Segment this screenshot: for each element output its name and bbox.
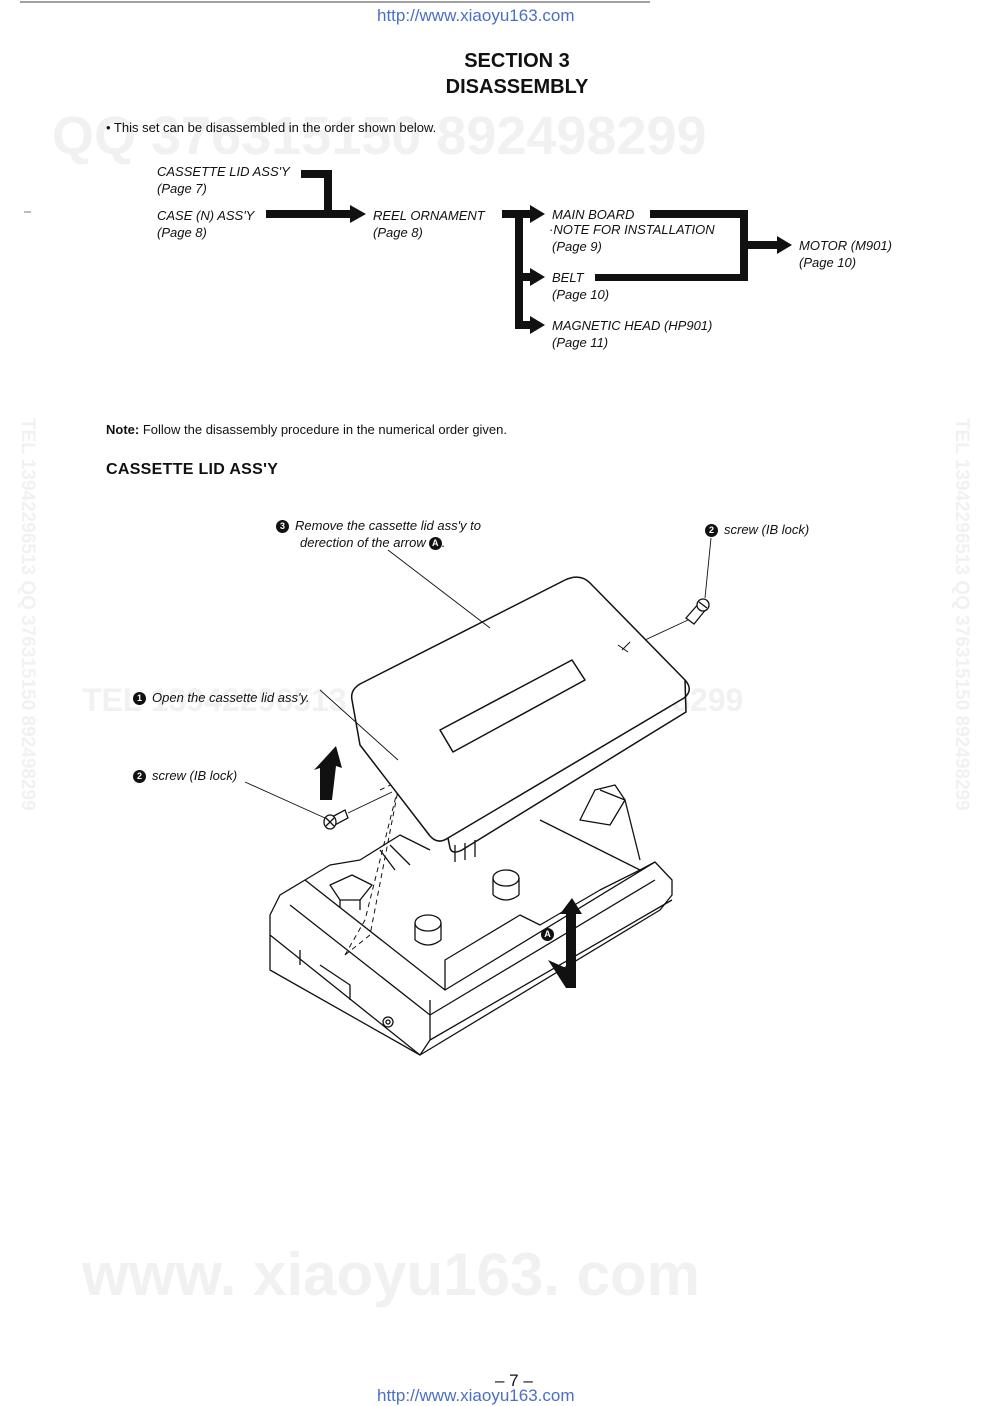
callout-step1-text: Open the cassette lid ass'y. (152, 690, 310, 705)
flow-arrow-to-main (530, 205, 545, 223)
flow-bar-to-belt (515, 273, 532, 281)
callout-arrow-a: A (541, 925, 560, 942)
note-line: Note: Follow the disassembly procedure i… (106, 422, 507, 437)
step-number-badge: 1 (133, 692, 146, 705)
flow-node-main-board: MAIN BOARD ·NOTE FOR INSTALLATION (Page … (549, 206, 715, 255)
callout-screw-left-text: screw (IB lock) (152, 768, 238, 783)
screw-left (323, 809, 349, 830)
flow-bar-cassette-lid (301, 170, 332, 178)
step-number-badge: 2 (705, 524, 718, 537)
flow-page: (Page 10) (552, 287, 610, 302)
flow-page: (Page 10) (799, 255, 857, 270)
capstan-block (329, 874, 373, 901)
flow-page: (Page 8) (373, 225, 423, 240)
base-outline (269, 861, 673, 1056)
callout-step1: 1 Open the cassette lid ass'y. (133, 689, 310, 706)
flow-bar-to-motor (740, 241, 779, 249)
flow-page: (Page 8) (157, 225, 207, 240)
intro-text: • This set can be disassembled in the or… (106, 120, 437, 135)
step-number-badge: 2 (133, 770, 146, 783)
flow-label: MOTOR (M901) (799, 238, 892, 253)
flow-label: CASE (N) ASS'Y (157, 208, 255, 223)
flow-bar-reel (502, 210, 523, 218)
flow-page: (Page 7) (157, 181, 207, 196)
flow-arrow-to-head (530, 316, 545, 334)
leader-lines (244, 537, 712, 819)
callout-screw-left: 2 screw (IB lock) (133, 767, 237, 784)
flow-node-reel-ornament: REEL ORNAMENT (Page 8) (373, 207, 485, 241)
cassette-lid (350, 576, 690, 853)
flow-arrow-to-motor (777, 236, 792, 254)
flow-page: (Page 11) (552, 335, 609, 350)
flow-bar-belt-out (595, 274, 748, 281)
flow-label: REEL ORNAMENT (373, 208, 485, 223)
callout-step3-line2: derection of the arrow (300, 535, 426, 550)
base-hinge-bracket (579, 784, 626, 826)
note-text: Follow the disassembly procedure in the … (139, 422, 508, 437)
flow-label: CASSETTE LID ASS'Y (157, 164, 290, 179)
base-jack (382, 1016, 394, 1028)
flow-label: MAGNETIC HEAD (HP901) (552, 318, 713, 333)
flow-bar-drop (324, 170, 332, 218)
note-label: Note: (106, 422, 140, 437)
arrow-open-lid (314, 746, 342, 800)
flow-branch-vertical (515, 210, 523, 329)
flow-label: BELT (552, 270, 584, 285)
callout-screw-right: 2 screw (IB lock) (705, 521, 809, 538)
flow-page: (Page 9) (552, 239, 602, 254)
callout-step3: 3 Remove the cassette lid ass'y to derect… (276, 517, 481, 551)
flow-node-cassette-lid: CASSETTE LID ASS'Y (Page 7) (157, 163, 290, 197)
flow-bar-to-main (515, 210, 532, 218)
cassette-illustration (269, 764, 673, 1056)
subsection-title: CASSETTE LID ASS'Y (106, 461, 279, 478)
flow-arrow-to-reel (350, 205, 366, 223)
flow-node-belt: BELT (Page 10) (552, 269, 609, 303)
reel-spindle-left (414, 914, 442, 946)
callout-step3-end: . (441, 535, 446, 550)
arrow-letter-badge: A (541, 928, 554, 941)
flow-bar-case (266, 210, 352, 218)
flow-label: MAIN BOARD (552, 207, 635, 222)
step-number-badge: 3 (276, 520, 289, 533)
screw-right (685, 598, 710, 625)
lid-window (439, 659, 586, 753)
callout-screw-right-text: screw (IB lock) (724, 522, 810, 537)
flow-bar-main-out (650, 210, 748, 218)
flow-node-case-n: CASE (N) ASS'Y (Page 8) (157, 207, 254, 241)
reel-spindle-right (492, 869, 520, 901)
flow-bar-to-head (515, 321, 532, 329)
flowchart-connectors (266, 170, 792, 334)
callout-step3-line1: Remove the cassette lid ass'y to (295, 518, 482, 533)
watermark-right-vertical: TEL 13942296513 QQ 376315150 892498299 (951, 418, 972, 811)
header-url[interactable]: http://www.xiaoyu163.com (377, 6, 575, 25)
section-title: DISASSEMBLY (445, 76, 589, 98)
footer-url[interactable]: http://www.xiaoyu163.com (377, 1386, 575, 1405)
page-number: – 7 – (495, 1371, 533, 1390)
watermark-left-vertical: TEL 13942296513 QQ 376315150 892498299 (17, 418, 38, 811)
arrow-letter-badge: A (428, 537, 442, 550)
flow-arrow-to-belt (530, 268, 545, 286)
section-number: SECTION 3 (464, 50, 570, 72)
flow-note: ·NOTE FOR INSTALLATION (549, 222, 715, 237)
flow-node-magnetic-head: MAGNETIC HEAD (HP901) (Page 11) (552, 317, 712, 351)
flow-node-motor: MOTOR (M901) (Page 10) (799, 237, 892, 271)
arrow-a-vertical (548, 898, 582, 988)
watermark-qq-top: QQ 376315150 892498299 (52, 106, 707, 166)
watermark-bottom: www. xiaoyu163. com (82, 1241, 701, 1308)
